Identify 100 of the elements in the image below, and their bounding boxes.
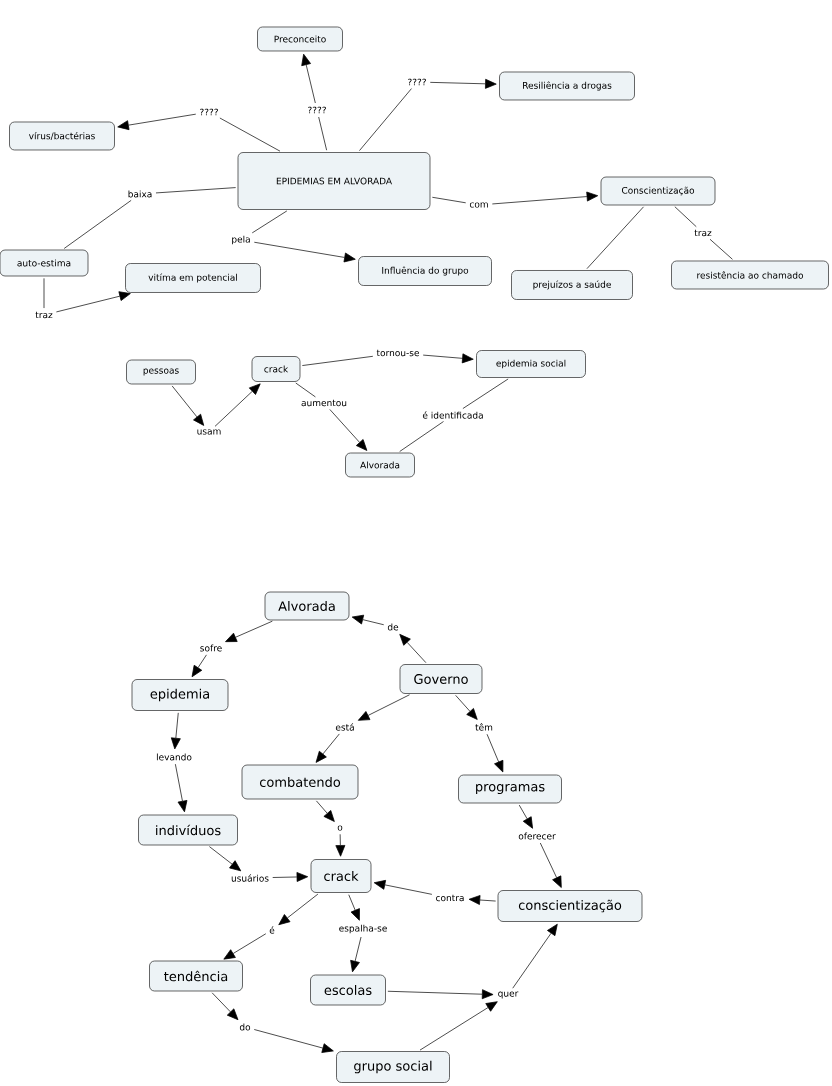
connector-line <box>709 238 733 260</box>
concept-box: epidemia social <box>476 350 586 378</box>
linking-phrase: traz <box>692 228 714 238</box>
connector-line <box>63 200 132 249</box>
arrow <box>329 409 368 451</box>
arrow <box>223 933 267 960</box>
arrow <box>491 191 599 205</box>
concept-box: resistência ao chamado <box>671 260 829 290</box>
arrow <box>171 385 205 426</box>
arrow <box>225 620 273 642</box>
linking-phrase: está <box>333 721 357 733</box>
arrow <box>373 880 433 895</box>
linking-phrase: é identificada <box>420 409 486 421</box>
concept-box: vitíma em potencial <box>125 263 261 293</box>
concept-box: Preconceito <box>257 26 343 52</box>
linking-phrase: ???? <box>197 107 221 117</box>
linking-phrase: contra <box>434 893 466 903</box>
connector-line <box>219 117 281 152</box>
connector-line <box>251 210 288 234</box>
concept-box: Influência do grupo <box>358 256 492 286</box>
linking-phrase: ???? <box>405 77 429 87</box>
connector-line <box>359 88 412 151</box>
arrow <box>351 614 385 626</box>
connector-line <box>431 196 467 204</box>
arrow <box>350 936 362 973</box>
linking-phrase: levando <box>154 752 194 762</box>
linking-phrase: usuários <box>229 872 271 884</box>
connector-line <box>399 421 444 452</box>
linking-phrase: sofre <box>198 643 224 653</box>
concept-box: combatendo <box>241 764 359 800</box>
arrow <box>253 241 356 263</box>
arrow <box>272 872 309 882</box>
arrow <box>335 833 346 857</box>
linking-phrase: ???? <box>305 105 329 115</box>
linking-phrase: o <box>335 823 345 833</box>
arrow <box>253 1029 334 1053</box>
concept-box: tendência <box>149 960 243 992</box>
arrow <box>214 383 261 427</box>
concept-box: Alvorada <box>345 452 415 478</box>
linking-phrase: usam <box>195 427 223 437</box>
arrow <box>387 989 494 1000</box>
connector-line <box>462 378 509 409</box>
arrow <box>419 1001 498 1051</box>
connector-line <box>674 206 697 228</box>
linking-phrase: tornou-se <box>375 348 421 358</box>
concept-box: vírus/bactérias <box>9 121 115 151</box>
connector-line <box>318 116 327 151</box>
concept-box: Alvorada <box>264 591 350 621</box>
concept-box: prejuízos a saúde <box>511 270 633 300</box>
arrow <box>209 846 242 872</box>
arrow <box>316 800 335 822</box>
concept-box: Resiliência a drogas <box>499 71 635 101</box>
concept-box: grupo social <box>336 1051 450 1083</box>
concept-box: indivíduos <box>138 814 238 846</box>
arrow <box>170 712 181 750</box>
concept-box: Conscientização <box>600 176 716 206</box>
concept-box: pessoas <box>126 359 196 385</box>
arrow <box>348 894 360 921</box>
arrow <box>399 634 427 664</box>
arrow <box>512 923 558 989</box>
linking-phrase: pela <box>229 234 253 246</box>
linking-phrase: quer <box>496 990 520 1000</box>
linking-phrase: têm <box>473 721 495 733</box>
arrow <box>56 291 131 313</box>
linking-phrase: traz <box>33 310 55 320</box>
linking-phrase: aumentou <box>299 398 349 408</box>
linking-phrase: oferecer <box>516 831 558 841</box>
linking-phrase: baixa <box>126 189 154 199</box>
connector-line <box>155 187 236 194</box>
arrow <box>455 695 478 720</box>
arrow <box>468 895 496 905</box>
arrow <box>315 733 340 763</box>
connector-line <box>586 206 644 270</box>
concept-box: programas <box>458 774 562 804</box>
arrow <box>539 842 562 888</box>
arrow <box>301 53 316 104</box>
arrow <box>175 763 188 813</box>
concept-box: auto-estima <box>0 249 89 277</box>
concept-box: Governo <box>399 664 483 694</box>
connector-line <box>43 278 45 309</box>
arrow <box>357 694 410 721</box>
concept-box: EPIDEMIAS EM ALVORADA <box>237 152 431 210</box>
linking-phrase: é <box>267 924 277 936</box>
concept-box: conscientização <box>497 890 643 922</box>
linking-phrase: do <box>237 1022 253 1032</box>
connector-line <box>295 382 316 398</box>
arrow <box>486 733 504 773</box>
linking-phrase: com <box>467 200 491 210</box>
concept-box: crack <box>310 859 372 893</box>
arrow <box>211 992 239 1021</box>
arrow <box>191 654 207 678</box>
arrow <box>422 353 474 364</box>
arrow <box>429 78 497 89</box>
arrow <box>117 113 197 131</box>
concept-box: crack <box>251 356 301 382</box>
arrow <box>278 893 319 926</box>
concept-box: escolas <box>310 974 386 1006</box>
linking-phrase: de <box>385 622 401 632</box>
concept-box: epidemia <box>131 679 229 711</box>
linking-phrase: espalha-se <box>337 923 389 935</box>
